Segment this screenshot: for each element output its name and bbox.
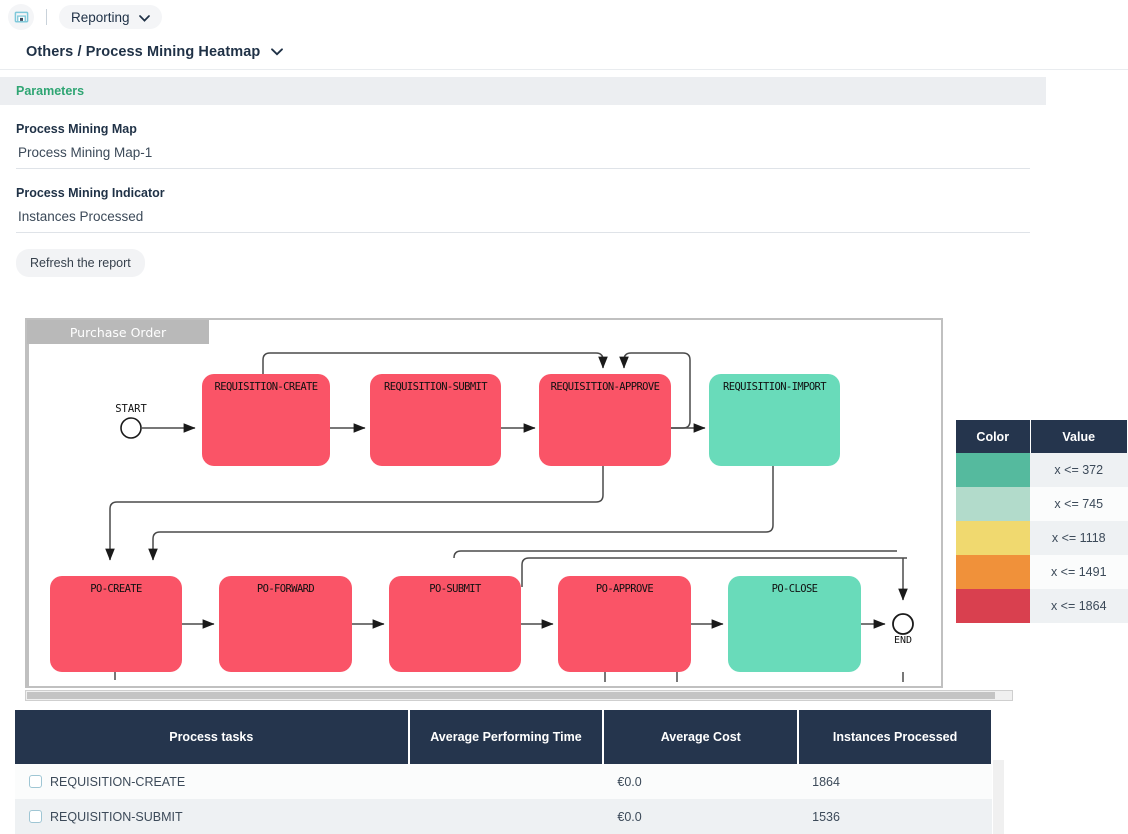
table-vertical-scrollbar[interactable] xyxy=(993,760,1004,834)
task-name: REQUISITION-SUBMIT xyxy=(50,809,183,824)
node-requisition-approve[interactable]: REQUISITION-APPROVE xyxy=(539,374,671,466)
color-legend: Color Value x <= 372 x <= 745 x <= 1118 … xyxy=(956,420,1128,623)
diagram-canvas[interactable]: Purchase Order xyxy=(25,318,943,688)
col-average-performing-time[interactable]: Average Performing Time xyxy=(408,710,605,764)
row-checkbox[interactable] xyxy=(29,774,42,788)
cell-cost: €0.0 xyxy=(603,799,799,834)
cell-time xyxy=(408,799,604,834)
legend-value: x <= 372 xyxy=(1030,453,1128,487)
node-label: REQUISITION-APPROVE xyxy=(550,381,660,393)
diagram-horizontal-scrollbar[interactable] xyxy=(25,690,1013,701)
parameters-header: Parameters xyxy=(0,77,1046,105)
chevron-down-icon xyxy=(138,10,150,25)
node-label: PO-CREATE xyxy=(90,583,142,595)
diagram-connectors: END START xyxy=(105,352,914,682)
param-value-indicator[interactable]: Instances Processed xyxy=(16,200,1030,233)
legend-header-color: Color xyxy=(956,420,1031,453)
node-label: REQUISITION-SUBMIT xyxy=(384,381,488,393)
node-label: REQUISITION-IMPORT xyxy=(723,381,827,393)
breadcrumb-chevron-down-icon[interactable] xyxy=(271,43,284,61)
col-average-cost[interactable]: Average Cost xyxy=(603,710,800,764)
legend-row: x <= 1491 xyxy=(956,555,1128,589)
task-name: REQUISITION-CREATE xyxy=(50,774,186,789)
legend-value: x <= 1491 xyxy=(1030,555,1128,589)
legend-value: x <= 745 xyxy=(1030,487,1128,521)
node-requisition-submit[interactable]: REQUISITION-SUBMIT xyxy=(370,374,501,466)
legend-row: x <= 745 xyxy=(956,487,1128,521)
col-process-tasks[interactable]: Process tasks xyxy=(15,710,410,764)
cell-task: REQUISITION-CREATE xyxy=(15,764,409,799)
col-instances-processed[interactable]: Instances Processed xyxy=(798,710,993,764)
process-tasks-table: Process tasks Average Performing Time Av… xyxy=(15,710,993,834)
node-po-submit[interactable]: PO-SUBMIT xyxy=(389,576,521,672)
breadcrumb[interactable]: Others / Process Mining Heatmap xyxy=(0,34,1128,70)
param-value-map[interactable]: Process Mining Map-1 xyxy=(16,136,1030,169)
legend-value: x <= 1864 xyxy=(1030,589,1128,623)
legend-swatch xyxy=(956,453,1030,487)
node-label: PO-SUBMIT xyxy=(429,583,481,595)
node-label: REQUISITION-CREATE xyxy=(214,381,319,393)
node-label: PO-APPROVE xyxy=(595,583,654,595)
cell-task: REQUISITION-SUBMIT xyxy=(15,799,409,834)
page-title: Others / Process Mining Heatmap xyxy=(26,43,261,60)
parameters-title: Parameters xyxy=(16,84,85,98)
legend-swatch xyxy=(956,521,1030,555)
legend-row: x <= 1118 xyxy=(956,521,1128,555)
legend-swatch xyxy=(956,487,1030,521)
node-requisition-import[interactable]: REQUISITION-IMPORT xyxy=(709,374,840,466)
table-row[interactable]: REQUISITION-CREATE €0.0 1864 xyxy=(15,764,992,799)
legend-header-value: Value xyxy=(1030,420,1128,453)
legend-value: x <= 1118 xyxy=(1030,521,1128,555)
node-po-approve[interactable]: PO-APPROVE xyxy=(558,576,691,672)
node-label: PO-CLOSE xyxy=(771,583,818,595)
row-checkbox[interactable] xyxy=(29,809,42,823)
parameters-fields: Process Mining Map Process Mining Map-1 … xyxy=(0,105,1046,233)
legend-row: x <= 1864 xyxy=(956,589,1128,623)
refresh-row: Refresh the report xyxy=(0,233,1046,293)
top-bar: Reporting xyxy=(0,0,1128,34)
legend-swatch xyxy=(956,555,1030,589)
table-header-row: Process tasks Average Performing Time Av… xyxy=(15,710,993,764)
lane-title: Purchase Order xyxy=(69,324,167,340)
report-home-icon[interactable] xyxy=(8,4,34,30)
cell-cost: €0.0 xyxy=(603,764,799,799)
legend-row: x <= 372 xyxy=(956,453,1128,487)
start-label-text: START xyxy=(115,403,147,415)
app-selector-label: Reporting xyxy=(71,9,130,25)
node-po-create[interactable]: PO-CREATE xyxy=(50,576,182,672)
cell-instances: 1864 xyxy=(798,764,992,799)
diagram-scroll-thumb[interactable] xyxy=(27,692,995,699)
legend-header-row: Color Value xyxy=(956,420,1128,453)
toolbar-divider xyxy=(46,9,47,25)
param-label-indicator: Process Mining Indicator xyxy=(16,186,165,200)
lane-left-border xyxy=(27,344,29,686)
process-diagram[interactable]: Purchase Order xyxy=(25,318,1013,706)
app-selector[interactable]: Reporting xyxy=(59,5,162,29)
refresh-report-button[interactable]: Refresh the report xyxy=(16,249,145,277)
legend-swatch xyxy=(956,589,1030,623)
lane-header-purchase-order: Purchase Order xyxy=(27,320,209,344)
node-requisition-create[interactable]: REQUISITION-CREATE xyxy=(202,374,330,466)
param-label-map: Process Mining Map xyxy=(16,122,137,136)
table-row[interactable]: REQUISITION-SUBMIT €0.0 1536 xyxy=(15,799,992,834)
cell-instances: 1536 xyxy=(798,799,992,834)
report-home-glyph xyxy=(14,11,28,22)
node-po-forward[interactable]: PO-FORWARD xyxy=(219,576,352,672)
node-po-close[interactable]: PO-CLOSE xyxy=(728,576,861,672)
end-label-text: END xyxy=(894,635,912,646)
node-label: PO-FORWARD xyxy=(256,583,315,595)
cell-time xyxy=(408,764,604,799)
